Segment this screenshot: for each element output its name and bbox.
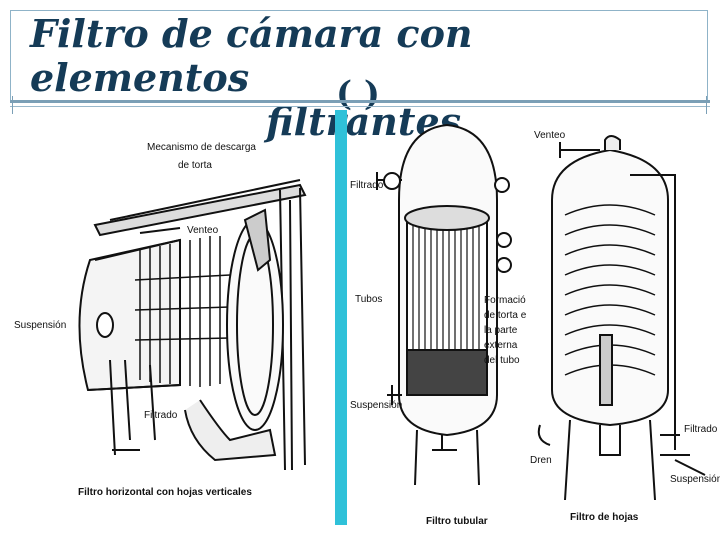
rule-tick-left (12, 96, 13, 114)
label-mecanismo-2: de torta (178, 160, 212, 171)
title-paren: ( ) (336, 74, 381, 114)
accent-bar (335, 110, 347, 525)
label-formacion-2: de torta e (484, 310, 527, 321)
label-venteo-right: Venteo (534, 130, 566, 141)
label-filtrado-left: Filtrado (144, 410, 178, 421)
label-tubos: Tubos (355, 294, 383, 305)
caption-horizontal-filter: Filtro horizontal con hojas verticales (78, 487, 252, 498)
horizontal-filter-drawing (78, 179, 307, 471)
title-rule (10, 100, 710, 103)
label-suspension-middle: Suspensión (350, 400, 403, 411)
label-venteo-left: Venteo (187, 225, 219, 236)
label-formacion-5: del tubo (484, 355, 520, 366)
rule-tick-right (706, 96, 707, 114)
caption-leaf-filter: Filtro de hojas (570, 512, 639, 523)
label-mecanismo-1: Mecanismo de descarga (147, 142, 256, 153)
label-formacion-3: la parte (484, 325, 518, 336)
leaf-filter-drawing (537, 135, 706, 501)
slide-title-line1: Filtro de cámara con elementos (30, 11, 473, 100)
label-dren: Dren (530, 455, 552, 466)
caption-tubular-filter: Filtro tubular (426, 516, 488, 527)
label-formacion-1: Formació (484, 295, 526, 306)
label-filtrado-right: Filtrado (684, 424, 718, 435)
label-filtrado-middle: Filtrado (350, 180, 384, 191)
label-suspension-left: Suspensión (14, 320, 67, 331)
title-rule-thin (10, 106, 710, 107)
tubular-filter-drawing (376, 123, 512, 486)
label-formacion-4: externa (484, 340, 518, 351)
label-suspension-right: Suspensión (670, 474, 720, 485)
